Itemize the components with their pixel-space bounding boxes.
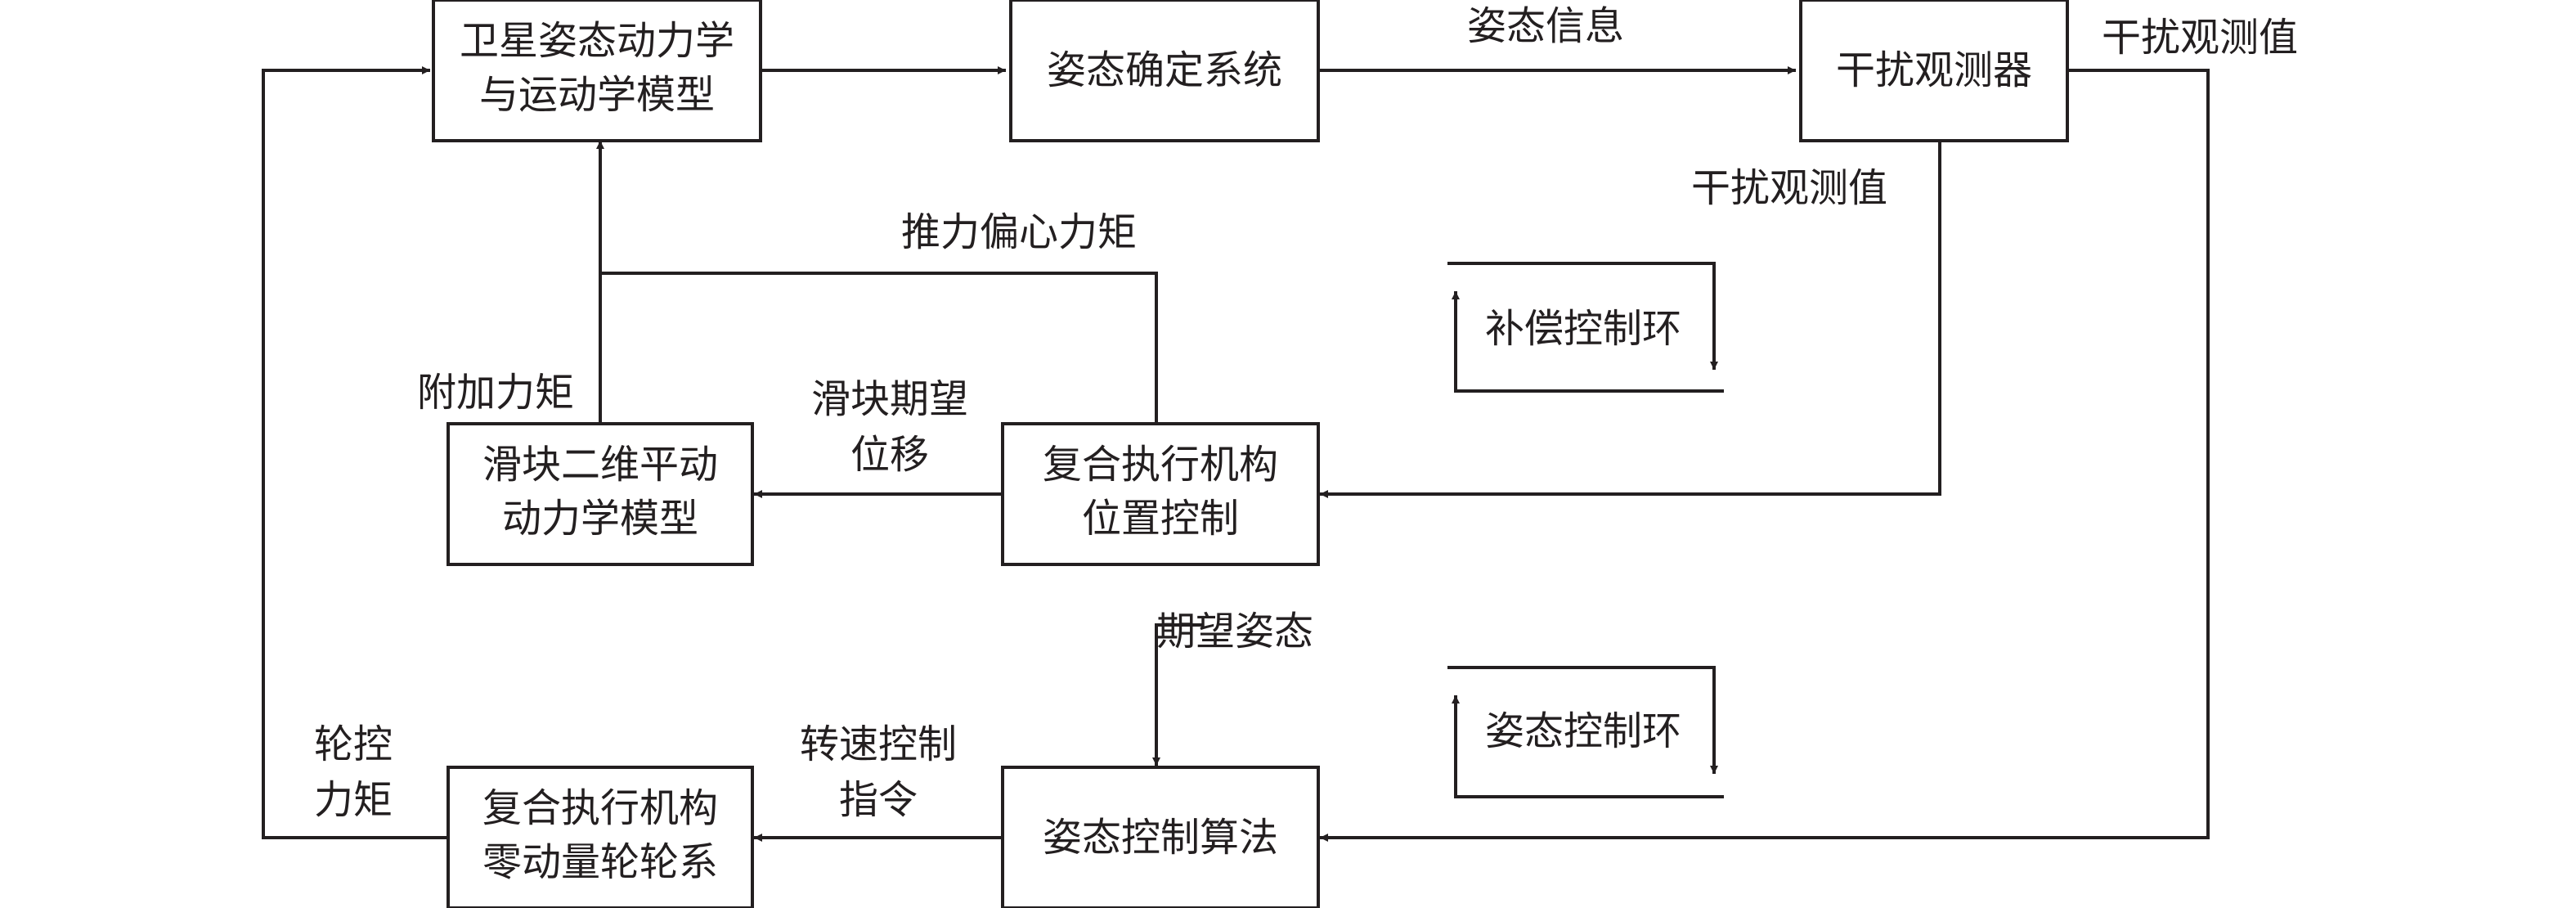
actuator-position-line-1: 复合执行机构 (1043, 442, 1278, 488)
line-observer-to-attitude-control (1320, 69, 2210, 842)
connection-lines (262, 66, 2210, 842)
satellite-model-block: 卫星姿态动力学 与运动学模型 (432, 0, 762, 142)
attitude-control-algorithm-block: 姿态控制算法 (1001, 766, 1320, 908)
disturbance-observer-label: 干扰观测器 (1836, 47, 2032, 93)
desired-attitude-label: 期望姿态 (1156, 609, 1313, 654)
momentum-wheels-block: 复合执行机构 零动量轮轮系 (447, 766, 754, 908)
attitude-loop-up-arrow (1452, 695, 1724, 798)
slider-model-line-2: 动力学模型 (502, 496, 698, 542)
compensation-loop-down-arrow (1447, 262, 1718, 370)
line-observer-to-position-control (1320, 141, 1941, 498)
compensation-loop-up-arrow (1452, 291, 1724, 393)
slider-displacement-label-line-1: 滑块期望 (811, 376, 968, 422)
compensation-loop-symbol (1447, 262, 1724, 393)
attitude-loop-symbol (1447, 666, 1724, 798)
slider-model-line-1: 滑块二维平动 (482, 442, 718, 488)
slider-model-block: 滑块二维平动 动力学模型 (447, 422, 754, 566)
actuator-position-line-2: 位置控制 (1082, 496, 1239, 542)
attitude-control-label: 姿态控制算法 (1043, 815, 1278, 861)
satellite-model-line-1: 卫星姿态动力学 (460, 18, 734, 64)
disturbance-value-label-right: 干扰观测值 (2102, 15, 2298, 61)
attitude-loop-down-arrow (1447, 666, 1718, 774)
wheel-torque-label-line-2: 力矩 (314, 777, 393, 823)
attitude-determination-label: 姿态确定系统 (1047, 47, 1282, 93)
additional-torque-label: 附加力矩 (417, 370, 574, 416)
attitude-determination-block: 姿态确定系统 (1009, 0, 1320, 142)
momentum-wheels-line-1: 复合执行机构 (482, 785, 718, 831)
wheel-torque-label-line-1: 轮控 (314, 721, 393, 767)
disturbance-observer-block: 干扰观测器 (1799, 0, 2069, 142)
attitude-info-label: 姿态信息 (1467, 3, 1624, 49)
line-wheel-torque-feedback (262, 66, 448, 839)
line-thrust-torque (600, 272, 1158, 424)
momentum-wheels-line-2: 零动量轮轮系 (482, 839, 718, 885)
attitude-loop-label: 姿态控制环 (1485, 708, 1681, 754)
thrust-eccentric-torque-label: 推力偏心力矩 (901, 209, 1137, 255)
speed-command-label-line-2: 指令 (839, 777, 918, 823)
speed-command-label-line-1: 转速控制 (800, 721, 957, 767)
compensation-loop-label: 补偿控制环 (1485, 306, 1681, 352)
arrow-desired-attitude (1152, 623, 1204, 766)
slider-displacement-label-line-2: 位移 (850, 432, 929, 478)
satellite-model-line-2: 与运动学模型 (479, 72, 715, 118)
actuator-position-control-block: 复合执行机构 位置控制 (1001, 422, 1320, 566)
disturbance-value-label-inner: 干扰观测值 (1691, 165, 1887, 211)
